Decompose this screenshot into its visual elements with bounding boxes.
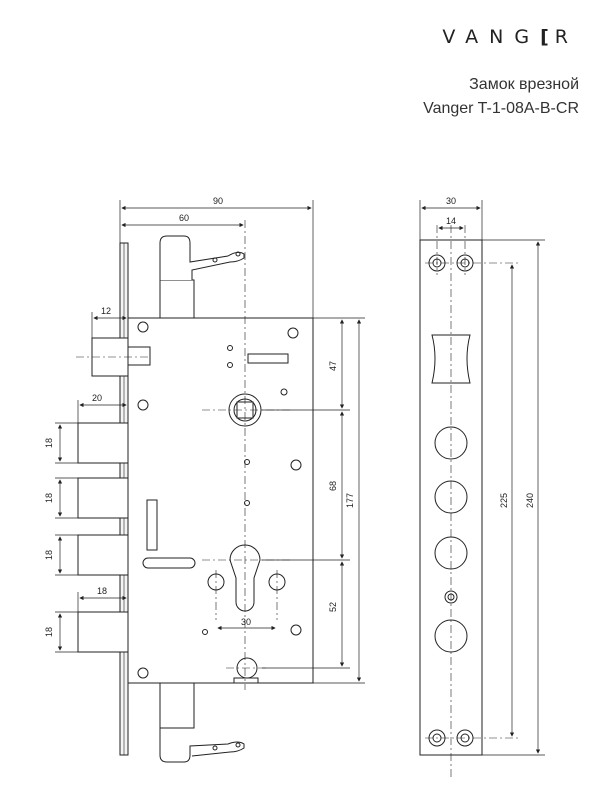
dim-18-bolt4: 18 — [44, 627, 54, 637]
product-type: Замок врезной — [469, 76, 579, 93]
dim-18-bolt1: 18 — [44, 438, 54, 448]
dim-52: 52 — [328, 602, 338, 612]
bolt-2 — [77, 477, 129, 519]
dim-18-bolt3: 18 — [44, 550, 54, 560]
dim-12: 12 — [101, 306, 111, 316]
dim-225: 225 — [499, 493, 509, 508]
lock-body — [127, 317, 314, 684]
dim-18-horizontal: 18 — [97, 586, 107, 596]
dim-30-bottom: 30 — [241, 617, 251, 627]
dim-14: 14 — [446, 216, 456, 226]
dim-240: 240 — [525, 493, 535, 508]
dim-90: 90 — [213, 196, 223, 206]
dim-18-bolt2: 18 — [44, 493, 54, 503]
bottom-rod — [159, 682, 245, 763]
brand-left: VANG — [442, 26, 541, 48]
brand-right: R — [554, 26, 579, 48]
latch-opening — [431, 334, 471, 384]
brand-logo: VANG[R — [442, 26, 579, 48]
product-model: Vanger T-1-08A-B-CR — [423, 100, 579, 117]
brand-bracket: [ — [540, 26, 555, 48]
dim-177: 177 — [345, 493, 355, 508]
side-view — [419, 200, 545, 780]
bolt-4 — [77, 611, 129, 653]
dim-20: 20 — [92, 393, 102, 403]
bolt-3 — [77, 534, 129, 576]
dim-30-top: 30 — [446, 196, 456, 206]
front-view — [55, 200, 365, 763]
dim-68: 68 — [328, 481, 338, 491]
cylinder-cutout — [229, 544, 261, 612]
dim-47: 47 — [328, 361, 338, 371]
top-rod — [159, 235, 245, 319]
dim-60: 60 — [179, 213, 189, 223]
bolt-1 — [77, 422, 129, 464]
